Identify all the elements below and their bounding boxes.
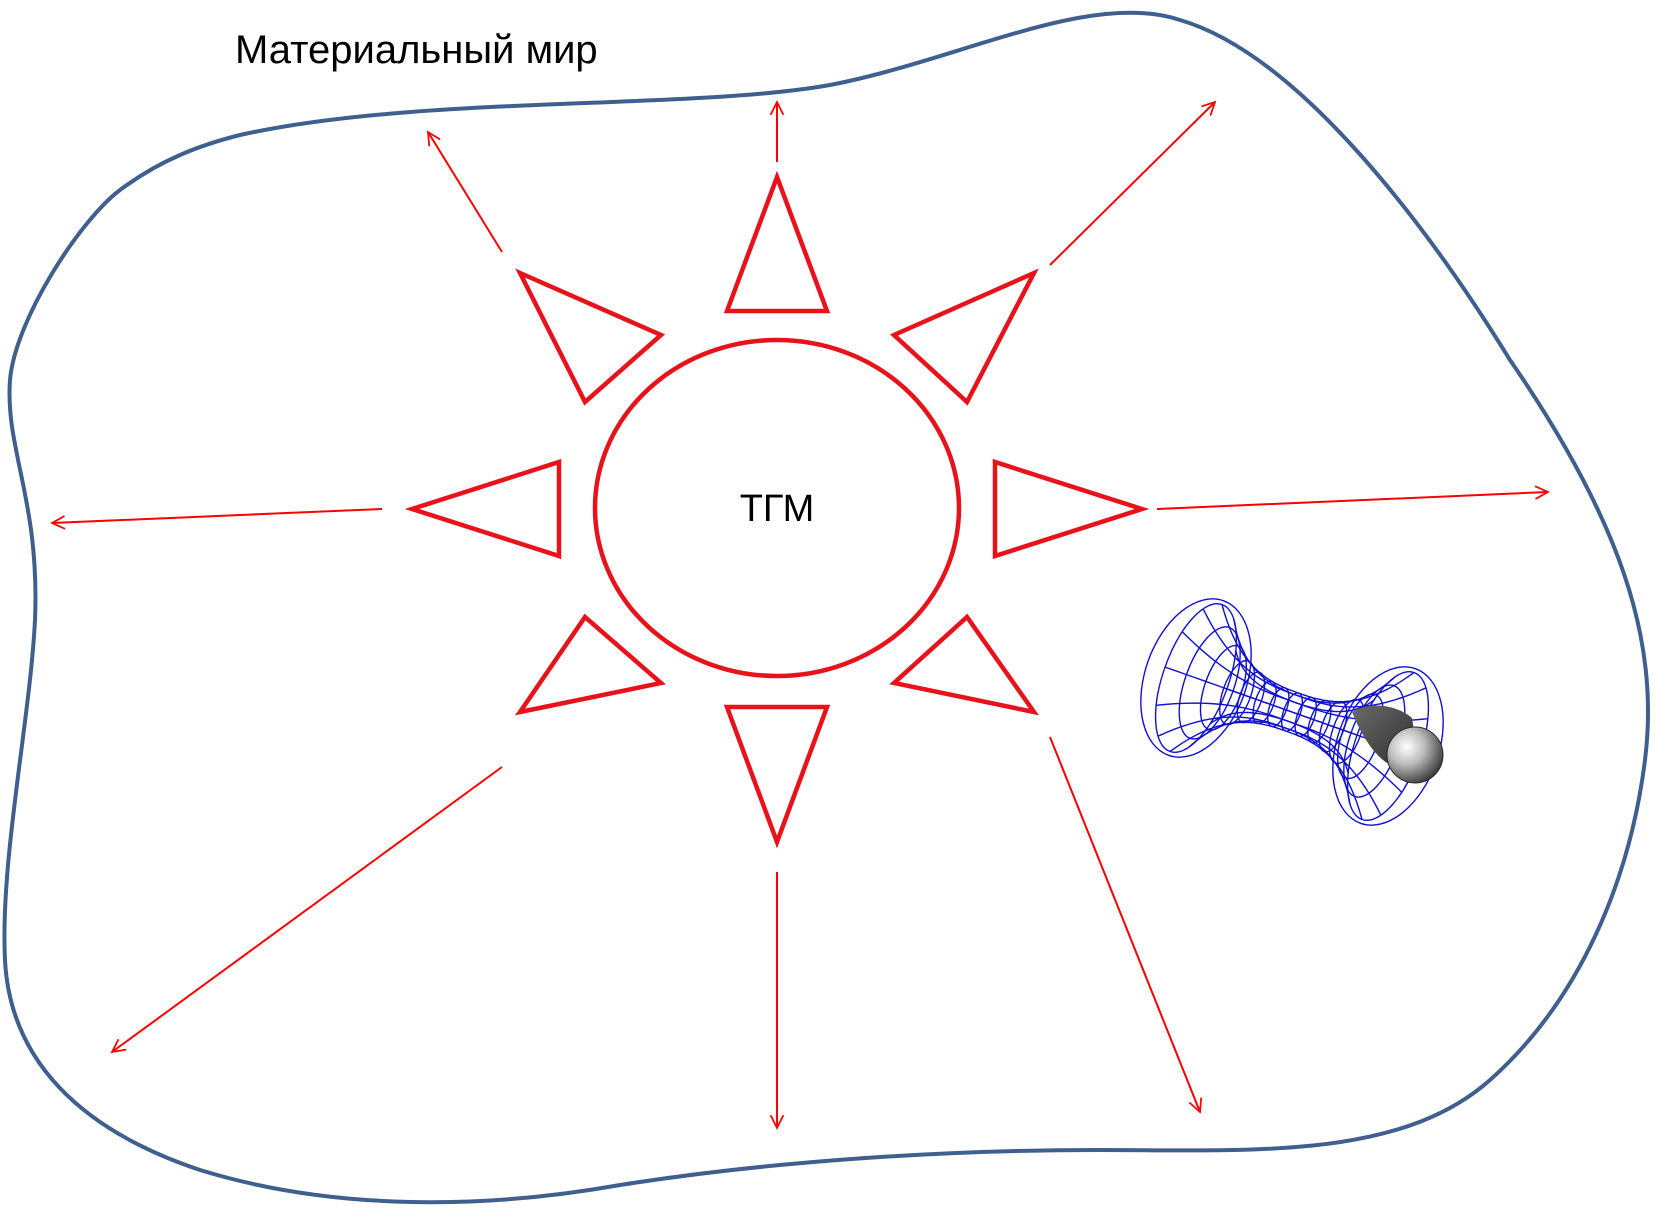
- sun-triangles: [404, 170, 1150, 849]
- sphere: [1386, 726, 1444, 784]
- arrow-up-left: [428, 132, 503, 253]
- mesh-spoke: [1233, 619, 1427, 708]
- mesh-spoke: [1188, 720, 1382, 816]
- tgm-label: ТГМ: [740, 488, 815, 530]
- triangle-top-right: [889, 268, 1039, 406]
- triangle-top-left: [515, 268, 666, 406]
- mesh-mouth-rim: [1140, 598, 1252, 758]
- triangle-right: [992, 458, 1150, 560]
- mesh-spoke: [1169, 721, 1363, 820]
- arrow-right: [1156, 492, 1548, 510]
- wormhole-mesh-icon: [1140, 598, 1444, 826]
- mesh-spoke: [1156, 702, 1349, 774]
- arrow-down-left: [112, 766, 503, 1052]
- mesh-spoke: [1181, 631, 1375, 713]
- mesh-spoke: [1221, 604, 1415, 703]
- arrow-up-right: [1049, 102, 1215, 266]
- radiation-arrows: [52, 102, 1548, 1128]
- material-world-boundary: [2, 10, 1651, 1205]
- triangle-left: [404, 458, 562, 560]
- material-world-label: Материальный мир: [235, 28, 598, 72]
- mesh-spoke: [1157, 716, 1351, 805]
- arrow-left: [52, 508, 383, 523]
- triangle-top: [723, 170, 831, 314]
- triangle-bottom: [723, 704, 831, 849]
- mesh-spoke: [1202, 608, 1396, 704]
- arrow-down-right: [1049, 736, 1200, 1112]
- triangle-bottom-right: [889, 613, 1040, 716]
- tgm-core: [592, 337, 962, 679]
- triangle-bottom-left: [514, 613, 666, 716]
